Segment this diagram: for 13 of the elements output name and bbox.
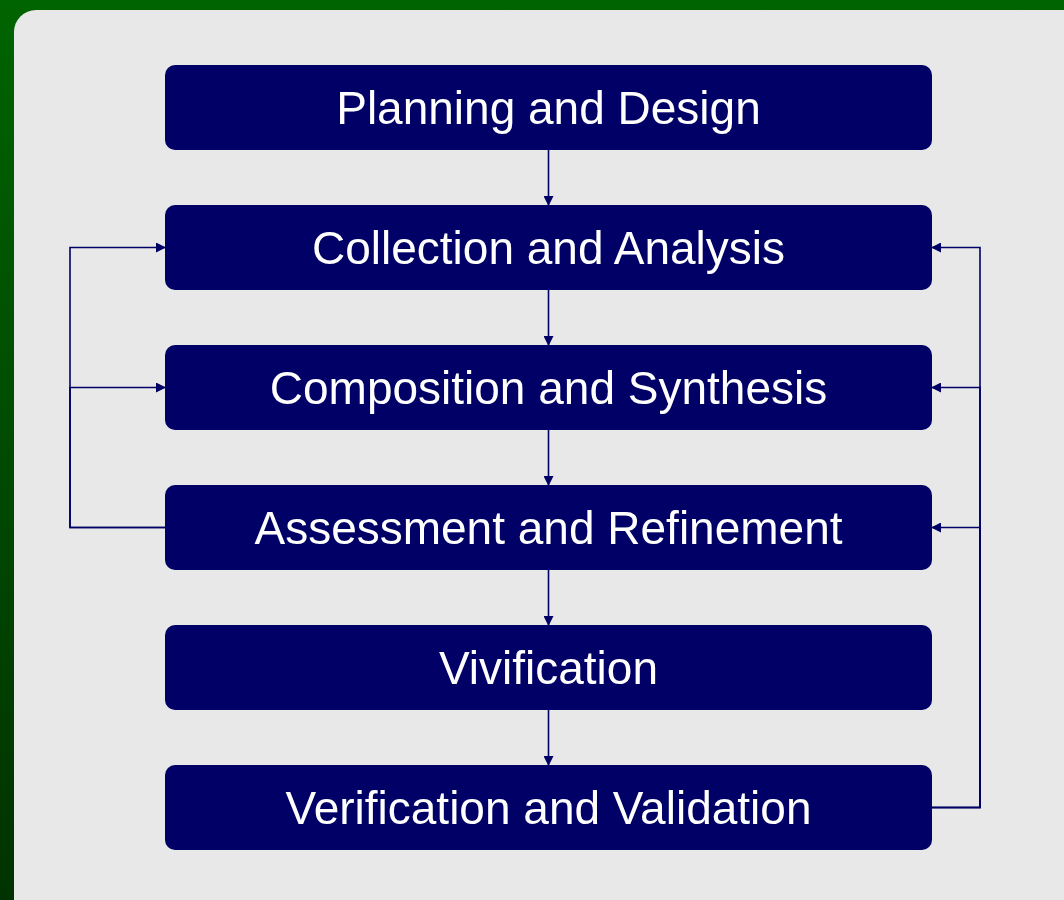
- arrow: [543, 709, 554, 766]
- process-box: Vivification: [165, 625, 932, 710]
- arrow: [931, 242, 981, 809]
- arrow: [543, 289, 554, 346]
- process-box: Collection and Analysis: [165, 205, 932, 290]
- process-box: Assessment and Refinement: [165, 485, 932, 570]
- process-box: Planning and Design: [165, 65, 932, 150]
- arrow: [69, 382, 166, 529]
- process-box: Composition and Synthesis: [165, 345, 932, 430]
- arrow: [543, 429, 554, 486]
- arrow: [543, 569, 554, 626]
- process-box: Verification and Validation: [165, 765, 932, 850]
- arrow: [543, 149, 554, 206]
